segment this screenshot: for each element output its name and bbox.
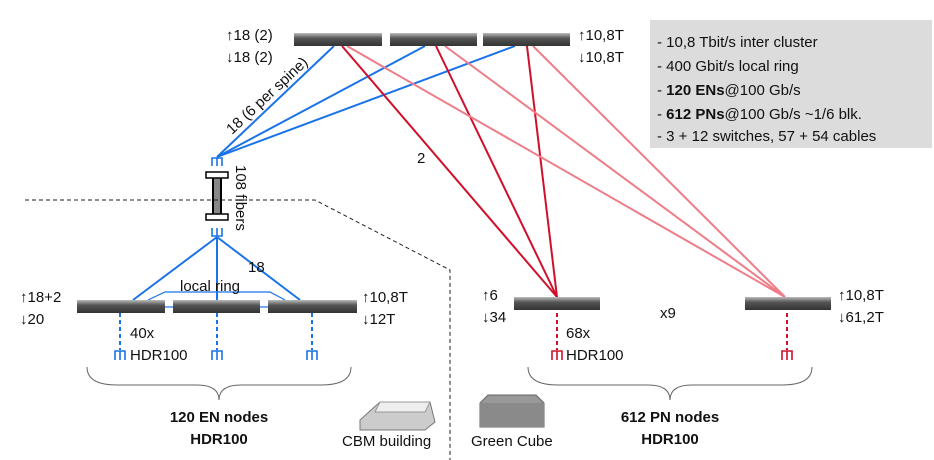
site-boundary xyxy=(25,199,451,460)
spine-up-left: ↑18 (2) xyxy=(226,27,273,44)
pn-brace xyxy=(527,366,813,401)
en-title: 120 EN nodes xyxy=(170,409,268,426)
spine-switch xyxy=(294,33,382,46)
summary-line-1: - 10,8 Tbit/s inter cluster xyxy=(657,34,818,51)
pn-title: 612 PN nodes xyxy=(621,409,719,426)
en-leaf-switches xyxy=(77,300,357,313)
pn-up-left: ↑6 xyxy=(482,287,498,304)
local-ring-label: local ring xyxy=(180,278,240,295)
summary-line-2: - 400 Gbit/s local ring xyxy=(657,58,799,75)
pn-ports-count: 68x xyxy=(566,325,591,342)
spine-down-right: ↓10,8T xyxy=(578,49,624,66)
en-ports-type: HDR100 xyxy=(130,347,188,364)
en-up-right: ↑10,8T xyxy=(362,289,408,306)
en-up-left: ↑18+2 xyxy=(20,289,61,306)
red-link-label: 2 xyxy=(417,150,425,167)
cbm-building-icon xyxy=(359,401,436,431)
cbm-building-label: CBM building xyxy=(342,433,431,450)
spine-switch xyxy=(483,33,570,46)
summary-line-4: - 612 PNs@100 Gb/s ~1/6 blk. xyxy=(657,106,862,123)
fibers-label: 108 fibers xyxy=(232,165,249,231)
en-down-left: ↓20 xyxy=(20,311,44,328)
pn-leaf-switch xyxy=(514,297,600,310)
links xyxy=(119,45,788,350)
spine-up-right: ↑10,8T xyxy=(578,27,624,44)
leaf-switch xyxy=(268,300,357,313)
en-uplink-label: 18 xyxy=(248,259,265,276)
pn-ports-type: HDR100 xyxy=(566,347,624,364)
connector-icons xyxy=(114,157,793,360)
en-subtitle: HDR100 xyxy=(190,431,248,448)
spine-switches xyxy=(294,33,570,46)
leaf-switch xyxy=(77,300,165,313)
leaf-switch xyxy=(173,300,260,313)
summary-line-3: - 120 ENs@100 Gb/s xyxy=(657,82,801,99)
green-cube-icon xyxy=(479,394,545,428)
summary-box xyxy=(650,20,932,148)
pn-leaf-switch xyxy=(745,297,831,310)
green-cube-label: Green Cube xyxy=(471,433,553,450)
spine-down-left: ↓18 (2) xyxy=(226,49,273,66)
en-ports-count: 40x xyxy=(130,325,155,342)
spine-link-label: 18 (6 per spine) xyxy=(223,54,311,138)
en-brace xyxy=(86,366,352,401)
pn-subtitle: HDR100 xyxy=(641,431,699,448)
pn-down-right: ↓61,2T xyxy=(838,309,884,326)
summary-line-5: - 3 + 12 switches, 57 + 54 cables xyxy=(657,128,876,145)
spine-switch xyxy=(390,33,477,46)
pn-up-right: ↑10,8T xyxy=(838,287,884,304)
fiber-bundle-icon xyxy=(205,171,229,221)
pn-down-left: ↓34 xyxy=(482,309,506,326)
en-down-right: ↓12T xyxy=(362,311,395,328)
pn-multiplier: x9 xyxy=(660,305,676,322)
